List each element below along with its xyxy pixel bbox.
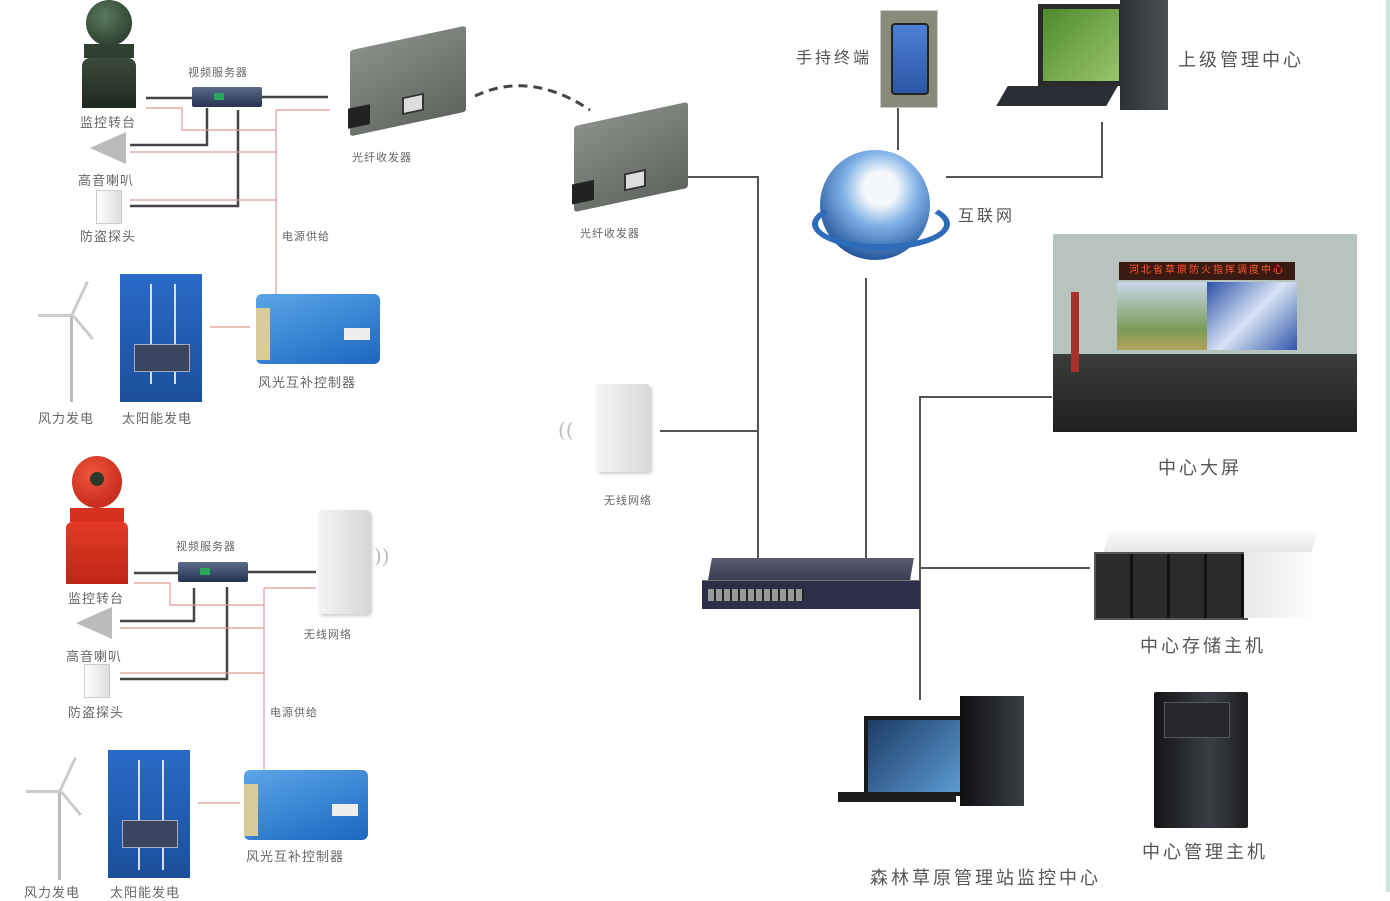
wind-turbine-a [36,276,106,404]
detector-b [84,664,110,698]
transceiver-label-b: 光纤收发器 [580,227,640,240]
wind-label-a: 风力发电 [38,412,95,427]
upper-center-label: 上级管理中心 [1178,50,1304,71]
transceiver-label-a: 光纤收发器 [352,151,412,164]
station-label: 森林草原管理站监控中心 [870,868,1101,889]
video-server-label-b: 视频服务器 [176,540,236,553]
wireless-antenna-mid [596,384,650,472]
camera-turret-a [80,0,138,108]
wire-detector-server-a [130,110,240,208]
video-server-b [178,562,248,582]
management-host-tower [1154,692,1248,828]
camera-label-a: 监控转台 [80,116,137,131]
internet-label: 互联网 [958,206,1016,225]
handheld-label: 手持终端 [796,48,873,67]
management-host-label: 中心管理主机 [1142,842,1268,863]
network-switch [702,558,920,610]
camera-label-b: 监控转台 [68,592,125,607]
big-screen-label: 中心大屏 [1158,458,1242,479]
solar-tower-a [120,274,202,402]
wireless-label-mid: 无线网络 [604,494,652,507]
controller-label-a: 风光互补控制器 [258,376,357,391]
speaker-icon-a [90,132,126,164]
globe-internet-icon [812,146,950,270]
wireless-signal-icon-mid: (( [558,418,574,442]
station-computer [834,696,1030,808]
wireless-signal-icon-b: )) [374,544,390,568]
solar-label-a: 太阳能发电 [122,412,193,427]
controller-label-b: 风光互补控制器 [246,850,345,865]
handheld-terminal [880,10,938,108]
big-screen-photo: 河北省草原防火指挥调度中心 [1053,234,1357,432]
wind-turbine-b [24,752,94,880]
wireless-antenna-b [318,510,370,614]
power-supply-label-a: 电源供给 [282,230,330,243]
page-edge-border [1386,0,1390,892]
speaker-icon-b [76,607,112,639]
speaker-label-a: 高音喇叭 [78,174,135,189]
detector-label-b: 防盗探头 [68,706,125,721]
video-server-a [192,87,262,107]
big-screen-banner: 河北省草原防火指挥调度中心 [1119,262,1295,280]
storage-label: 中心存储主机 [1140,636,1266,657]
wireless-label-b: 无线网络 [304,628,352,641]
wind-solar-controller-a [256,294,380,364]
video-server-label-a: 视频服务器 [188,66,248,79]
fiber-link [474,84,591,112]
power-supply-label-b: 电源供给 [270,706,318,719]
upper-center-computer [996,0,1170,120]
camera-turret-b [66,456,128,584]
wire-speaker-server-a [130,108,209,147]
solar-tower-b [108,750,190,878]
storage-server [1094,532,1319,620]
detector-label-a: 防盗探头 [80,230,137,245]
speaker-label-b: 高音喇叭 [66,650,123,665]
wind-solar-controller-b [244,770,368,840]
detector-a [96,190,122,224]
